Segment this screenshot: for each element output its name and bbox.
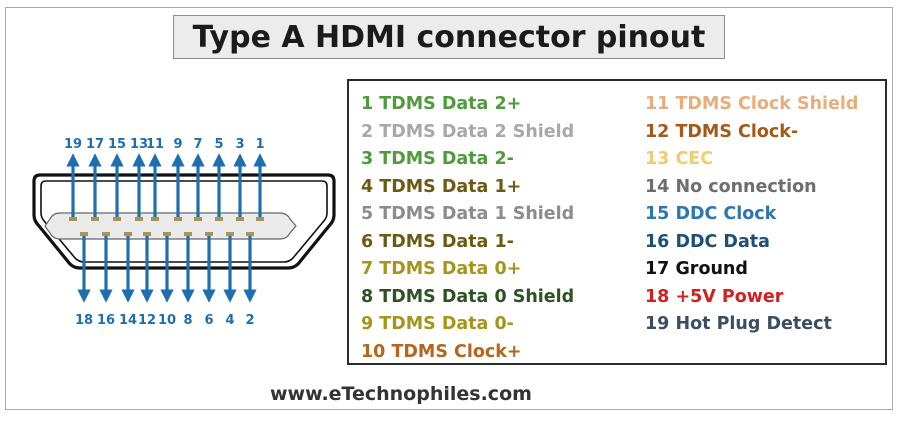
pin-4-label: 4 TDMS Data 1+ [361,176,522,197]
pin-number-top: 7 [193,137,202,152]
website-credit: www.eTechnophiles.com [270,383,532,405]
pin-contact-bottom [246,232,254,236]
pin-contact-bottom [184,232,192,236]
pin-number-top: 3 [235,137,244,152]
pin-17-label: 17 Ground [645,259,748,279]
pin-18-label: 18 +5V Power [645,286,784,307]
pin-number-bottom: 12 [138,313,156,328]
pin-contact-bottom [143,232,151,236]
pin-12-label: 12 TDMS Clock- [645,121,799,142]
pin-contact-top [256,217,264,221]
pin-number-bottom: 4 [225,313,234,328]
pin-contact-top [113,217,121,221]
pin-number-top: 1 [255,137,264,152]
pin-16-label: 16 DDC Data [645,231,770,252]
pin-number-bottom: 8 [183,313,192,328]
pin-7-label: 7 TDMS Data 0+ [361,259,522,279]
pin-contact-top [135,217,143,221]
pin-contact-top [215,217,223,221]
pin-number-bottom: 2 [245,313,254,328]
pin-13-label: 13 CEC [645,149,714,169]
pin-contact-top [69,217,77,221]
pin-number-top: 5 [214,137,223,152]
connector-inner-shell [40,180,328,263]
pin-contact-top [151,217,159,221]
pin-number-bottom: 14 [119,313,137,328]
pin-number-top: 19 [64,137,82,152]
title-banner: Type A HDMI connector pinout [173,15,725,59]
pin-contact-bottom [102,232,110,236]
pin-number-top: 11 [146,137,164,152]
pin-contact-bottom [124,232,132,236]
pin-3-label: 3 TDMS Data 2- [361,149,514,169]
pin-5-label: 5 TDMS Data 1 Shield [361,204,575,224]
pin-contact-bottom [163,232,171,236]
pin-contact-bottom [205,232,213,236]
pin-11-label: 11 TDMS Clock Shield [645,94,859,114]
pin-6-label: 6 TDMS Data 1- [361,231,514,252]
pin-number-bottom: 6 [204,313,213,328]
pin-contact-bottom [80,232,88,236]
pin-number-top: 17 [86,137,104,152]
pin-9-label: 9 TDMS Data 0- [361,314,514,334]
pin-8-label: 8 TDMS Data 0 Shield [361,286,575,307]
connector-outer-shell [32,173,336,270]
pin-19-label: 19 Hot Plug Detect [645,314,832,334]
pin-number-top: 9 [173,137,182,152]
pin-number-top: 15 [108,137,126,152]
pin-number-bottom: 16 [97,313,115,328]
pin-contact-top [91,217,99,221]
pin-15-label: 15 DDC Clock [645,204,777,224]
pin-2-label: 2 TDMS Data 2 Shield [361,121,575,142]
pin-number-bottom: 10 [158,313,176,328]
pin-contact-top [236,217,244,221]
pin-14-label: 14 No connection [645,176,817,197]
pin-contact-top [194,217,202,221]
pin-contact-top [174,217,182,221]
pin-contact-bottom [226,232,234,236]
diagram-title: Type A HDMI connector pinout [192,19,706,55]
pin-10-label: 10 TDMS Clock+ [361,341,522,362]
pin-number-top: 13 [130,137,148,152]
pin-number-bottom: 18 [75,313,93,328]
pin-1-label: 1 TDMS Data 2+ [361,94,522,114]
pinout-table: 1 TDMS Data 2+ 2 TDMS Data 2 Shield 3 TD… [347,79,887,365]
